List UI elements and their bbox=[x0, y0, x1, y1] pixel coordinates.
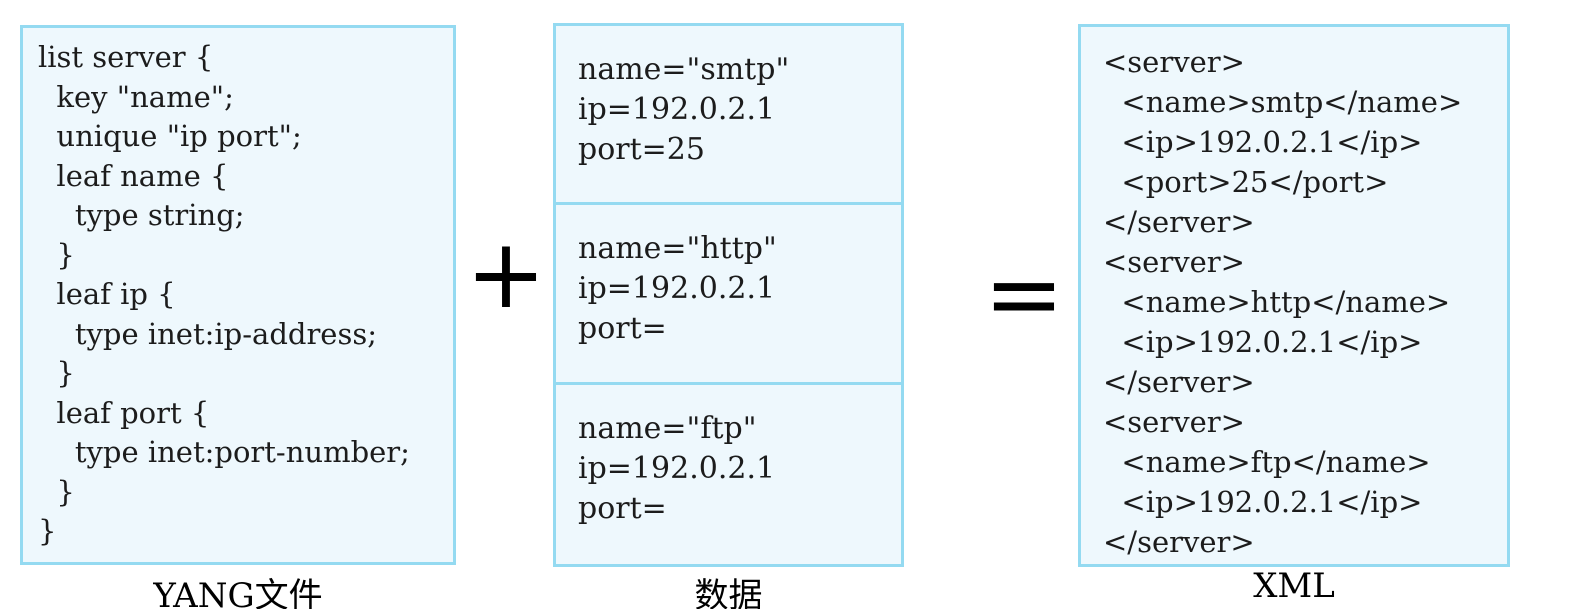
data-record-box-ftp: name="ftp" ip=192.0.2.1 port= bbox=[553, 382, 904, 567]
data-record-http: name="http" ip=192.0.2.1 port= bbox=[578, 231, 777, 346]
xml-output-box: <server> <name>smtp</name> <ip>192.0.2.1… bbox=[1078, 24, 1510, 567]
yang-box-caption: YANG文件 bbox=[153, 576, 323, 609]
data-boxes-caption: 数据 bbox=[694, 576, 763, 609]
equals-operator: = bbox=[983, 238, 1065, 350]
yang-module-box: list server { key "name"; unique "ip por… bbox=[20, 25, 456, 565]
xml-box-caption: XML bbox=[1253, 566, 1335, 606]
data-record-smtp: name="smtp" ip=192.0.2.1 port=25 bbox=[578, 52, 790, 167]
data-record-box-http: name="http" ip=192.0.2.1 port= bbox=[553, 202, 904, 385]
data-record-box-smtp: name="smtp" ip=192.0.2.1 port=25 bbox=[553, 23, 904, 205]
xml-output-code: <server> <name>smtp</name> <ip>192.0.2.1… bbox=[1103, 45, 1463, 559]
yang-module-code: list server { key "name"; unique "ip por… bbox=[38, 40, 410, 548]
plus-operator: + bbox=[465, 218, 547, 330]
data-record-ftp: name="ftp" ip=192.0.2.1 port= bbox=[578, 411, 776, 526]
